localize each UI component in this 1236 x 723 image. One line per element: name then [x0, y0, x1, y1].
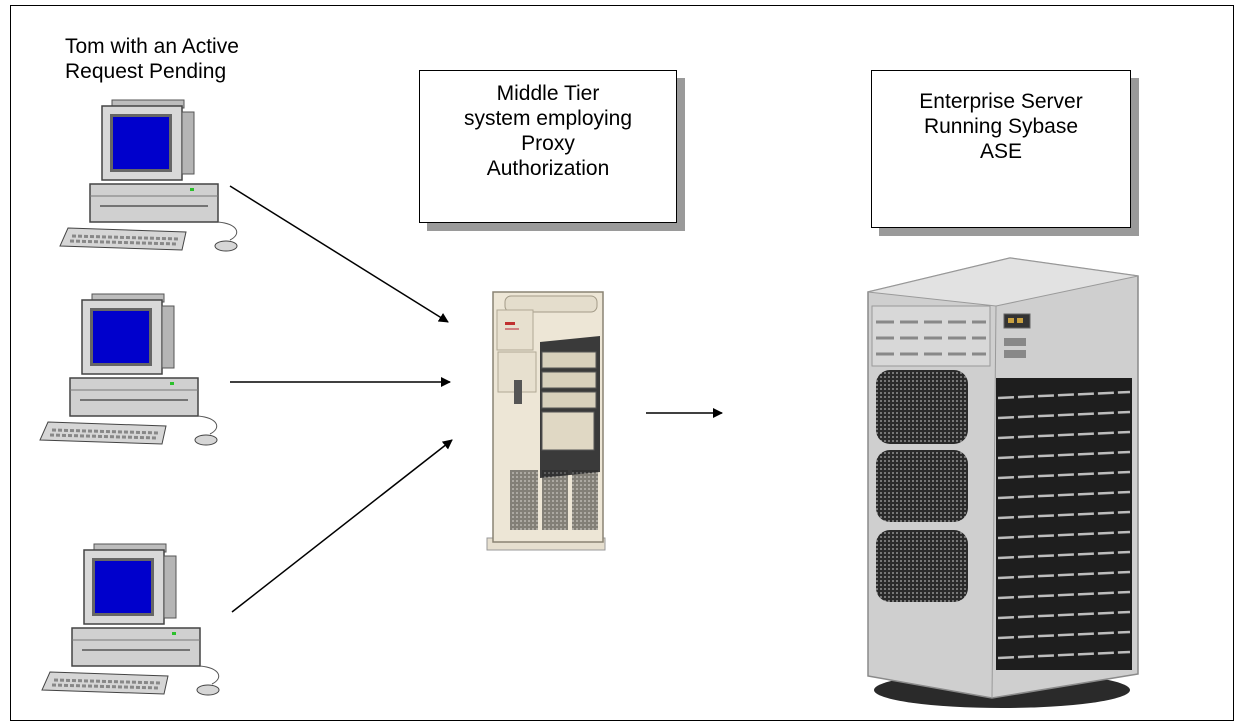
arrow-client1-to-middle: [229, 185, 449, 323]
client-caption: Tom with an Active Request Pending: [65, 35, 239, 83]
arrow-client3-to-middle: [231, 439, 453, 613]
enterprise-server-label: Enterprise Server Running Sybase ASE: [919, 90, 1083, 163]
middle-tier-label: Middle Tier system employing Proxy Autho…: [463, 82, 633, 180]
client-computer-icon: [58, 98, 239, 253]
enterprise-server-icon: [867, 257, 1139, 708]
middle-tier-server-icon: [486, 291, 606, 551]
enterprise-server-label-box: Enterprise Server Running Sybase ASE: [871, 70, 1131, 228]
client-computer-icon: [38, 292, 219, 447]
middle-tier-label-box: Middle Tier system employing Proxy Autho…: [419, 70, 677, 223]
client-computer-icon: [40, 542, 221, 697]
